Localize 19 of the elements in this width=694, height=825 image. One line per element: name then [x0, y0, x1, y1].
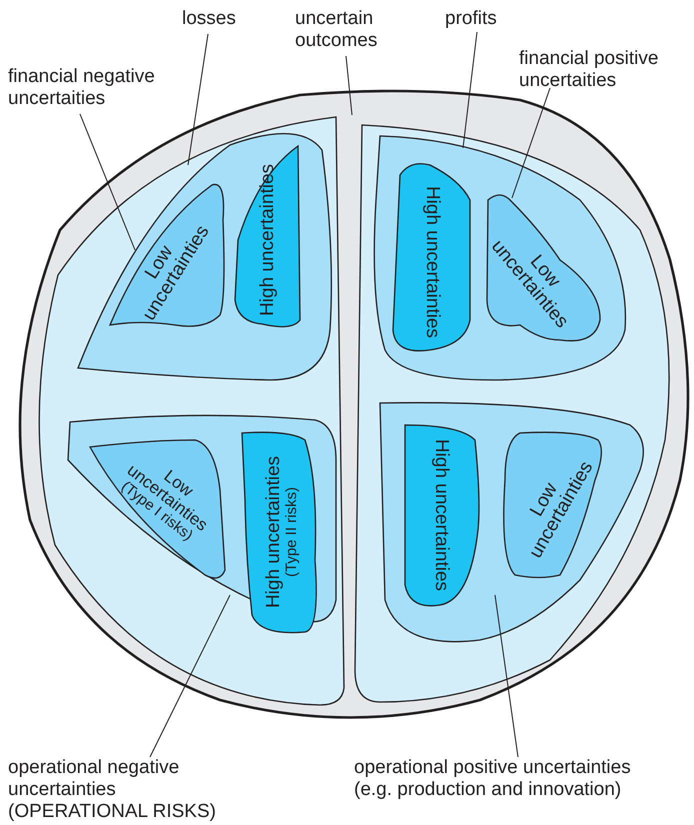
callout-label: profits — [445, 8, 525, 30]
callout-label: financial positive uncertaities — [519, 48, 691, 92]
region-label: High uncertainties — [264, 456, 284, 608]
region-label: High uncertainties — [422, 186, 442, 338]
leader-line — [346, 56, 352, 116]
callout-label: financial negative uncertaities — [8, 66, 208, 110]
region-label: High uncertainties — [258, 164, 278, 316]
leader-line — [462, 32, 478, 148]
leader-line — [80, 114, 136, 250]
callout-label: losses — [182, 8, 262, 30]
callout-label: uncertain outcomes — [295, 8, 405, 52]
leader-line — [494, 594, 518, 758]
region-label: High uncertainties — [431, 438, 451, 592]
leader-line — [150, 594, 230, 758]
leader-line — [512, 88, 550, 198]
leader-line — [188, 34, 208, 166]
risk-type-note: (Type II risks) — [284, 486, 300, 580]
callout-label: operational positive uncertainties (e.g. production and innovation) — [354, 757, 664, 801]
callout-label: operational negative uncertainties (OPERATIONAL RISKS) — [8, 757, 223, 823]
